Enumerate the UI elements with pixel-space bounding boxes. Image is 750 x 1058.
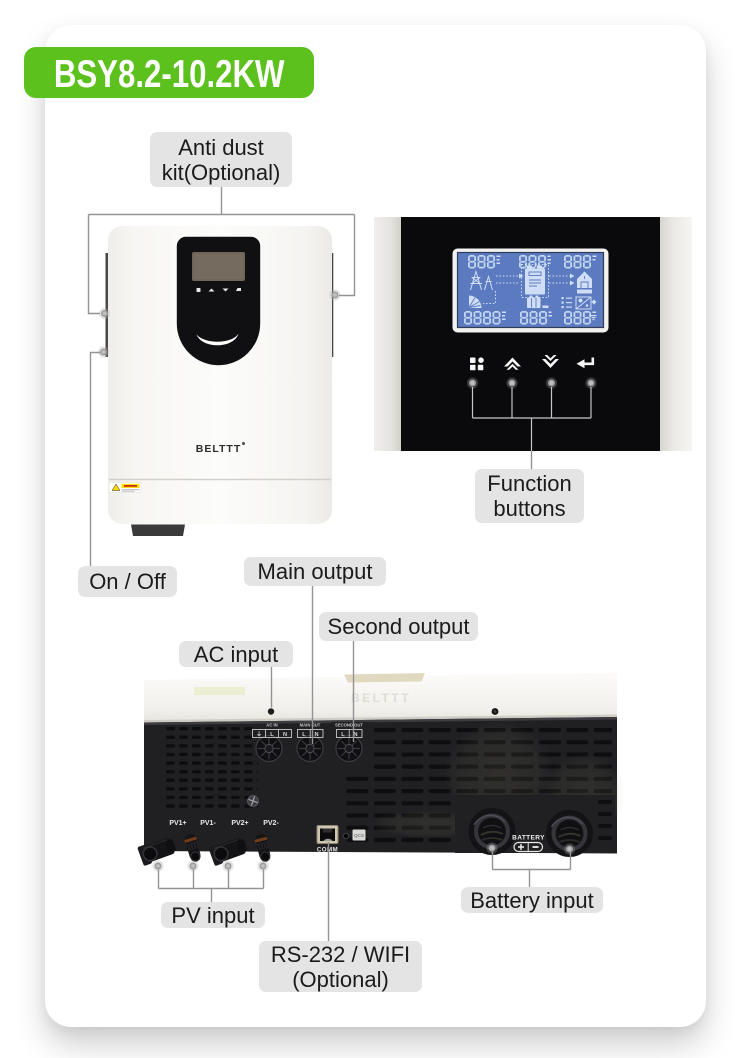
svg-text:BELTTT: BELTTT	[196, 443, 241, 455]
svg-text:L: L	[270, 732, 274, 738]
svg-text:N: N	[283, 732, 287, 738]
svg-text:PV1+: PV1+	[169, 820, 186, 827]
svg-text:QCS: QCS	[354, 833, 364, 838]
svg-text:BELTTT: BELTTT	[351, 691, 411, 705]
svg-text:BATTERY: BATTERY	[512, 835, 545, 842]
svg-text:AC IN: AC IN	[266, 723, 277, 728]
svg-text:N: N	[314, 732, 318, 738]
svg-text:SECOND OUT: SECOND OUT	[335, 723, 363, 728]
svg-text:N: N	[353, 732, 357, 738]
svg-text:PV1-: PV1-	[200, 820, 216, 827]
svg-text:⏚: ⏚	[256, 731, 262, 738]
svg-text:PV2+: PV2+	[231, 820, 248, 827]
svg-text:MAIN OUT: MAIN OUT	[300, 723, 321, 728]
svg-text:COMM: COMM	[317, 847, 338, 854]
svg-text:L: L	[302, 732, 306, 738]
svg-text:PV2-: PV2-	[263, 820, 279, 827]
svg-text:L: L	[341, 732, 345, 738]
